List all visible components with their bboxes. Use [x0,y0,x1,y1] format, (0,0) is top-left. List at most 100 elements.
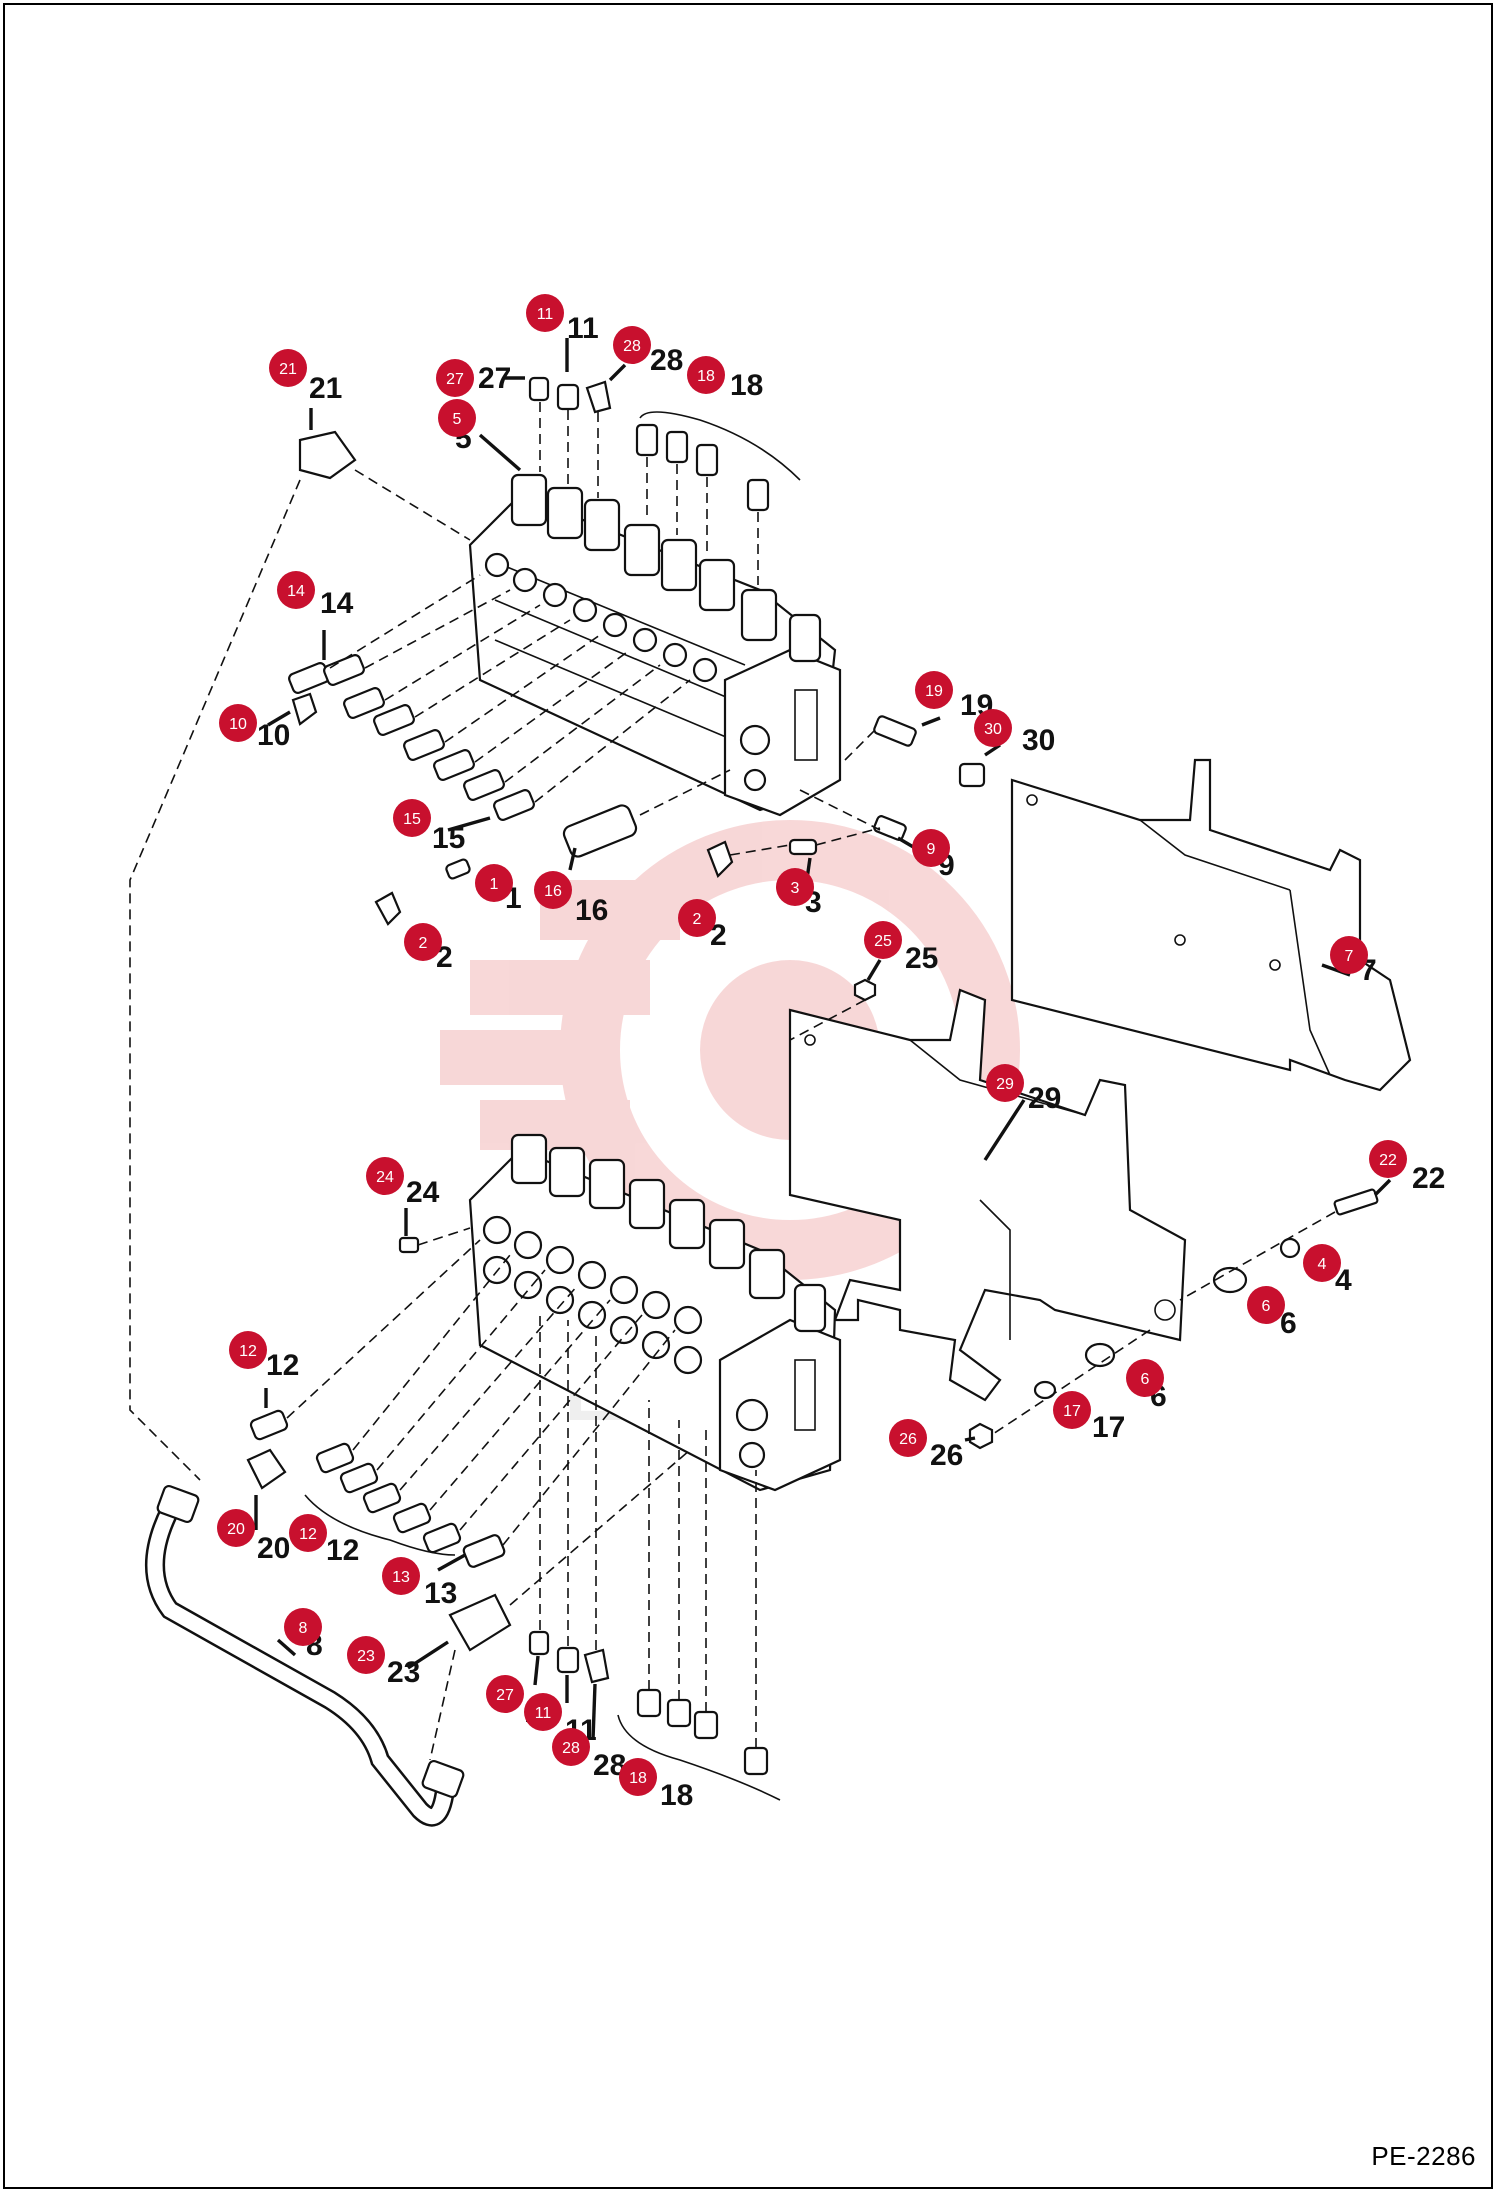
part-badge-label: 24 [376,1169,394,1186]
part-badge-circle [678,899,716,937]
part-badge-circle [864,921,902,959]
part-badge-label: 28 [623,338,641,355]
part-number-label: 26 [930,1439,963,1472]
upper-spool-caps [510,473,822,663]
mounting-bracket-29 [788,988,1187,1402]
part-badge-circle [687,356,725,394]
upper-left-fittings [288,654,535,821]
callout-c1: 11 [475,864,522,915]
callout-c24: 24 24 [366,1157,440,1209]
part-badge-label: 18 [697,368,715,385]
part-badge-circle [776,868,814,906]
part-badge-label: 5 [453,411,462,428]
bolt-washer-stack [968,1188,1379,1450]
part-number-label: 15 [432,822,465,855]
part-number-label: 23 [387,1656,420,1689]
callout-c7: 77 [1330,936,1377,987]
callout-c8: 88 [284,1608,323,1662]
part-badge-circle [219,704,257,742]
part-badge-label: 4 [1318,1256,1327,1273]
part-number-label: 4 [1335,1264,1352,1297]
part-badge-label: 6 [1262,1298,1271,1315]
part-badge-label: 2 [419,935,428,952]
part-badge-circle [289,1514,327,1552]
part-badge-circle [526,294,564,332]
part-badge-circle [347,1636,385,1674]
part-number-label: 6 [1280,1307,1297,1340]
part-badge-circle [912,829,950,867]
part-number-label: 29 [1028,1082,1061,1115]
part-badge-label: 20 [227,1521,245,1538]
part-number-label: 24 [406,1176,440,1209]
part-badge-label: 28 [562,1740,580,1757]
part-badge-circle [986,1064,1024,1102]
part-badge-circle [217,1509,255,1547]
part-badge-label: 10 [229,716,247,733]
callout-c2b: 22 [678,899,727,952]
callout-c4: 44 [1303,1244,1352,1297]
callout-c6b: 66 [1126,1359,1167,1413]
lower-left-fittings [246,1409,506,1568]
part-badge-circle [613,326,651,364]
lower-fitting-lines [286,1239,676,1546]
part-number-label: 20 [257,1532,290,1565]
nut-25 [789,978,877,1041]
diagram-id: PE-2286 [1371,2141,1476,2171]
lower-port-openings [482,1215,703,1375]
part-badge-label: 19 [925,683,943,700]
part-number-label: 13 [424,1577,457,1610]
lower-spool-caps [510,1133,827,1333]
part-badge-circle [1126,1359,1164,1397]
part-number-label: 12 [326,1534,359,1567]
part-number-label: 17 [1092,1411,1125,1444]
part-badge-label: 3 [791,880,800,897]
part-badge-label: 30 [984,721,1002,738]
part-badge-circle [534,871,572,909]
part-number-label: 18 [660,1779,693,1812]
part-badge-circle [889,1419,927,1457]
part-badge-label: 16 [544,883,562,900]
hose-tube-8 [145,1484,465,1827]
part-badge-circle [915,671,953,709]
part-badge-label: 1 [490,876,499,893]
part-badge-label: 12 [239,1343,257,1360]
part-badge-label: 22 [1379,1152,1397,1169]
part-badge-label: 7 [1345,948,1354,965]
lower-valve-assembly [246,1133,842,1801]
part-badge-circle [475,864,513,902]
callout-c2a: 22 [404,923,453,974]
callout-c5: 55 [438,399,476,455]
lower-fitting-group-18 [617,1400,781,1801]
part-badge-label: 15 [403,811,421,828]
part-badge-label: 26 [899,1431,917,1448]
hose-route-line [129,479,301,1481]
part-number-label: 2 [710,919,727,952]
part-badge-label: 25 [874,933,892,950]
tee-fitting-23 [429,1449,691,1761]
upper-fitting-group-18 [635,411,801,585]
bolt-24 [398,1227,471,1254]
part-number-label: 22 [1412,1162,1445,1195]
callout-c9: 99 [912,829,955,882]
part-number-label: 27 [478,362,511,395]
part-badge-label: 21 [279,361,297,378]
part-badge-circle [1330,936,1368,974]
part-badge-circle [1053,1391,1091,1429]
part-badge-label: 17 [1063,1403,1081,1420]
upper-port-openings [484,552,718,683]
